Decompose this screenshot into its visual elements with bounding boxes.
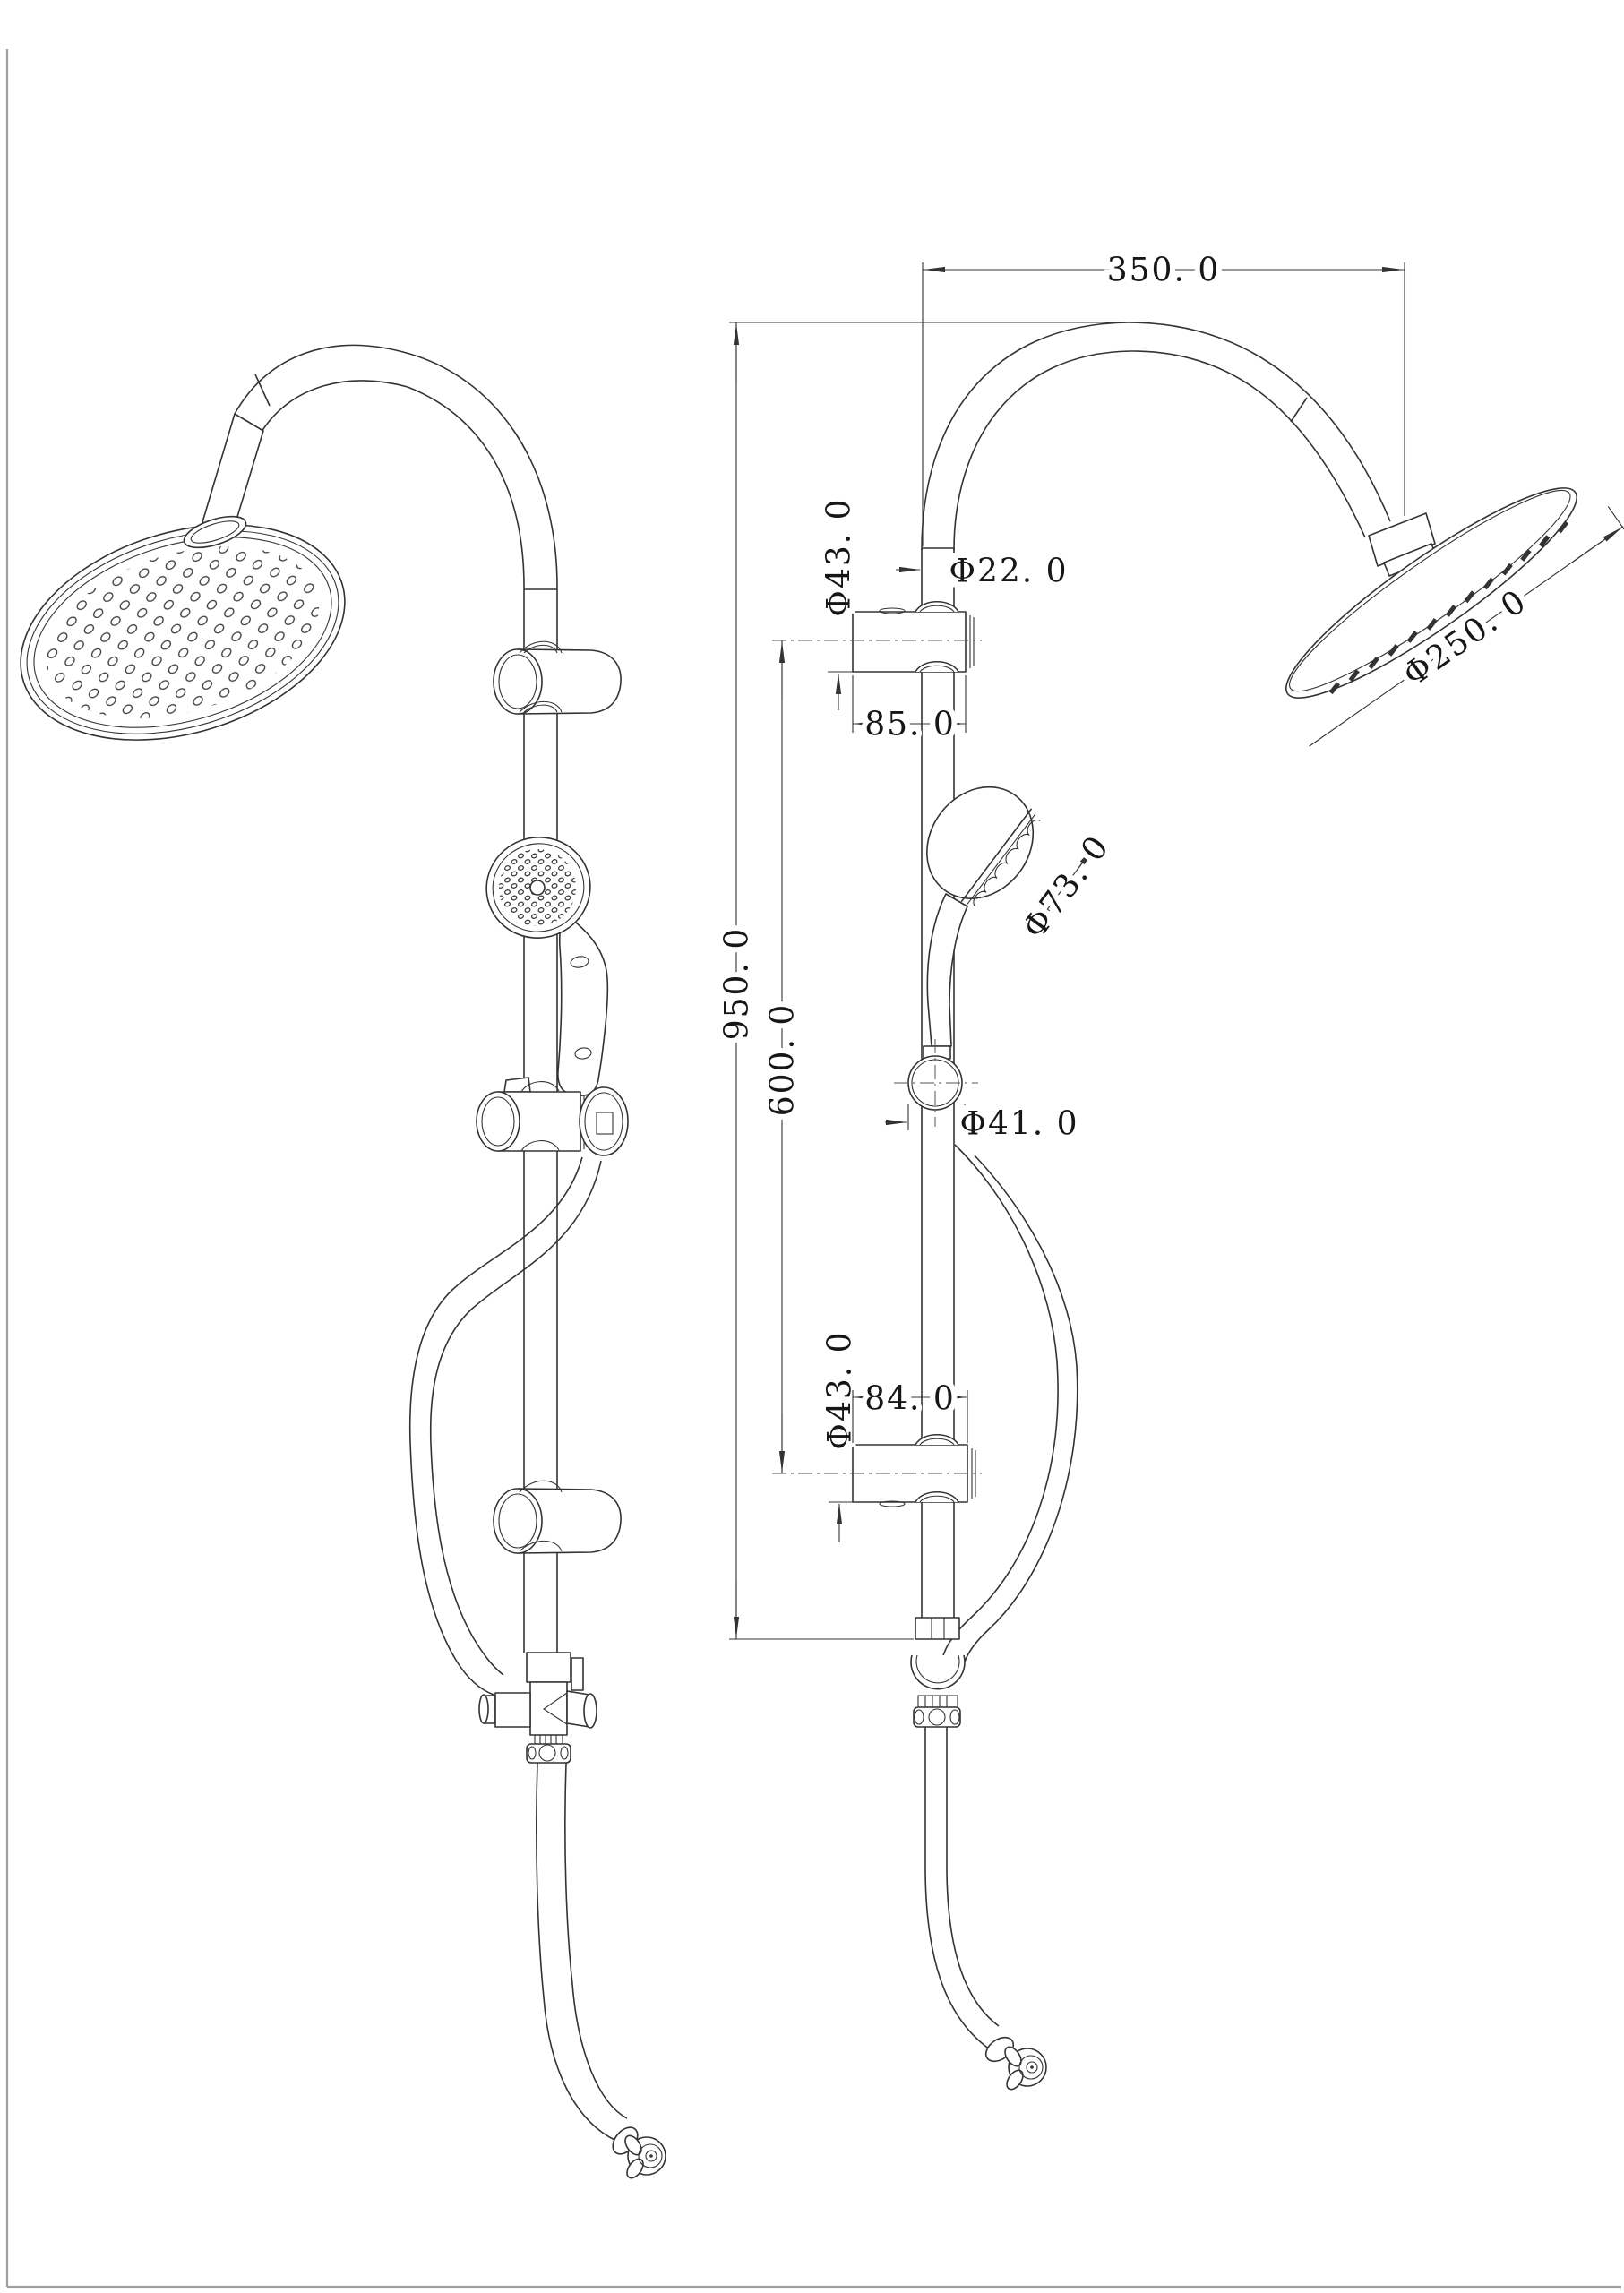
inlet-hose-right	[924, 1727, 1047, 2091]
gooseneck-left	[234, 344, 558, 588]
slider-holder-left	[476, 1077, 629, 1156]
dim-top-offset: 350. 0	[1107, 253, 1221, 289]
hose-nut-left	[624, 2134, 666, 2179]
dim-pipe-diameter-group: Φ22. 0	[896, 548, 1072, 596]
outlet-hose-left	[536, 1762, 666, 2179]
dimension-annotations: 350. 0 950. 0 600. 0 Φ43. 0	[714, 247, 1405, 1640]
hand-shower-hose-right	[941, 1144, 1078, 1665]
dim-slider-knob-diameter-group: Φ41. 0	[885, 1101, 1083, 1148]
dim-lower-bracket-length-group: 84. 0	[852, 1376, 968, 1443]
dim-slider-knob-diameter: Φ41. 0	[959, 1106, 1078, 1143]
head-connector-right	[1368, 512, 1438, 577]
view-pictorial	[20, 344, 666, 2179]
dim-upper-bracket-diameter-group: Φ43. 0	[816, 492, 864, 710]
dim-upper-bracket-diameter: Φ43. 0	[821, 497, 858, 616]
thread-section	[917, 1695, 958, 1708]
dim-overall-height: 950. 0	[719, 927, 756, 1041]
lower-bracket-left	[493, 1480, 622, 1554]
lower-bracket-right	[852, 1434, 976, 1507]
dim-pipe-diameter: Φ22. 0	[949, 554, 1068, 590]
head-collar-left	[183, 515, 247, 549]
dim-bracket-spacing: 600. 0	[765, 1003, 802, 1117]
dim-lower-bracket-length: 84. 0	[864, 1381, 956, 1418]
slider-holder-right	[894, 1039, 978, 1127]
upper-bracket-right	[852, 601, 975, 673]
hand-shower-handle-right	[926, 893, 968, 1047]
dim-upper-bracket-length: 85. 0	[864, 707, 956, 743]
upper-bracket-left	[493, 640, 622, 715]
handle-grip-mark	[574, 1047, 592, 1060]
elbow-fitting-right	[910, 1617, 966, 1728]
gooseneck-right	[921, 322, 1391, 551]
view-dimensioned: Φ250. 0	[772, 322, 1624, 2091]
hand-shower-handle-left	[557, 913, 609, 1096]
rain-head-left	[20, 524, 346, 741]
dim-bracket-spacing-group: 600. 0	[760, 640, 807, 1473]
dim-top-offset-group: 350. 0	[922, 247, 1405, 546]
dim-overall-height-group: 950. 0	[714, 322, 1150, 1640]
thread-section	[534, 1734, 563, 1745]
nozzle-marks	[1328, 520, 1569, 695]
hand-shower-left	[485, 837, 591, 939]
hand-shower-right	[926, 786, 1041, 1047]
handle-grip-mark	[570, 956, 589, 968]
rain-head-right: Φ250. 0	[1285, 487, 1624, 747]
hand-shower-hose-left	[408, 1156, 602, 1696]
diverter-valve-left	[478, 1652, 597, 1764]
dim-upper-bracket-length-group: 85. 0	[852, 675, 967, 749]
hose-nut-right	[1004, 2046, 1047, 2091]
